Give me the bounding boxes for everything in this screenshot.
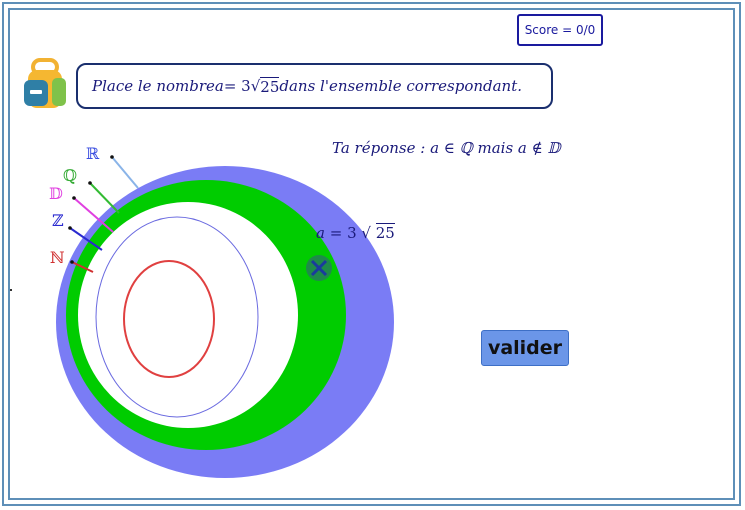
pointer-z-dot (68, 226, 72, 230)
natural-ring[interactable] (123, 260, 215, 378)
pointer-r (111, 156, 139, 189)
set-label-decimals: 𝔻 (49, 184, 63, 203)
pointer-n (71, 261, 94, 273)
point-sqrt-symbol: √ (361, 224, 371, 242)
set-label-rationals: ℚ (63, 166, 77, 185)
set-label-naturals: ℕ (50, 248, 65, 267)
point-label: a = 3 √ 25 (316, 223, 395, 242)
set-label-integers: ℤ (52, 211, 64, 230)
decimal-region[interactable] (78, 202, 298, 428)
score-display: Score = 0/0 (517, 14, 603, 46)
point-var: a (316, 224, 325, 242)
instruction-radicand: 25 (260, 76, 280, 96)
pointer-q (89, 182, 120, 214)
set-label-reals: ℝ (86, 144, 100, 163)
instruction-suffix: dans l'ensemble correspondant. (279, 77, 523, 95)
integer-ring[interactable] (95, 216, 259, 418)
pointer-r-dot (110, 155, 114, 159)
answer-text: Ta réponse : a ∈ ℚ mais a ∉ 𝔻 (332, 139, 561, 157)
validate-button-label: valider (487, 337, 563, 359)
instruction-box: Place le nombre a = 3 √ 25 dans l'ensemb… (76, 63, 553, 109)
sqrt-symbol: √ (250, 77, 261, 95)
pointer-d-dot (72, 196, 76, 200)
instruction-var: a (214, 77, 224, 95)
answer-body: a ∈ ℚ mais a ∉ 𝔻 (430, 139, 561, 157)
pointer-z (69, 227, 103, 251)
instruction-eq: = 3 (223, 77, 251, 95)
pointer-n-dot (70, 260, 74, 264)
validate-button[interactable]: valider (481, 330, 569, 366)
score-label: Score = 0/0 (524, 23, 596, 37)
instruction-prefix: Place le nombre (92, 77, 215, 95)
backpack-icon (24, 58, 66, 108)
answer-prefix: Ta réponse : (332, 139, 431, 157)
pointer-d (73, 197, 114, 233)
inner-frame (8, 8, 735, 500)
point-radicand: 25 (375, 223, 395, 242)
close-marker-icon[interactable] (306, 255, 332, 281)
stray-dot (10, 289, 12, 291)
pointer-q-dot (88, 181, 92, 185)
point-eq: = 3 (329, 224, 357, 242)
